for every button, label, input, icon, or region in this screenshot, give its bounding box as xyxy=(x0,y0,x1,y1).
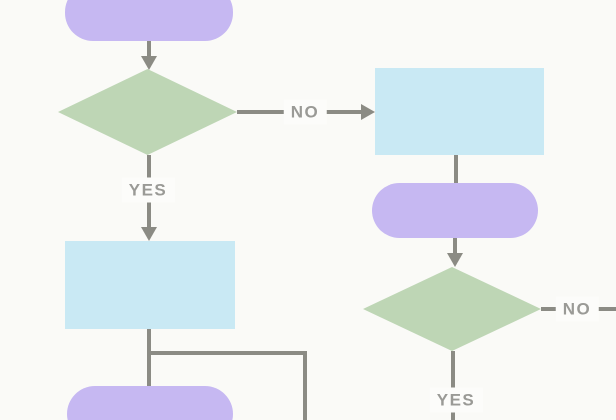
arrowhead-into-process-left xyxy=(141,227,157,241)
decision-node-right xyxy=(363,267,541,351)
process-node-right xyxy=(375,68,544,155)
arrowhead-into-process-right xyxy=(361,104,375,120)
process-node-left xyxy=(65,241,235,329)
edge-label-no-right: NO xyxy=(555,296,599,322)
decision-node-left xyxy=(58,69,237,155)
terminator-node-bottom xyxy=(67,386,233,420)
edge-label-yes-right: YES xyxy=(429,387,483,413)
edge-label-no-left: NO xyxy=(283,99,327,125)
terminator-node-right xyxy=(372,183,538,238)
arrowhead-into-decision-right xyxy=(447,253,463,267)
edge-label-yes-left: YES xyxy=(121,177,175,203)
terminator-node-start xyxy=(65,0,233,41)
arrowhead-into-decision-left xyxy=(141,56,157,70)
